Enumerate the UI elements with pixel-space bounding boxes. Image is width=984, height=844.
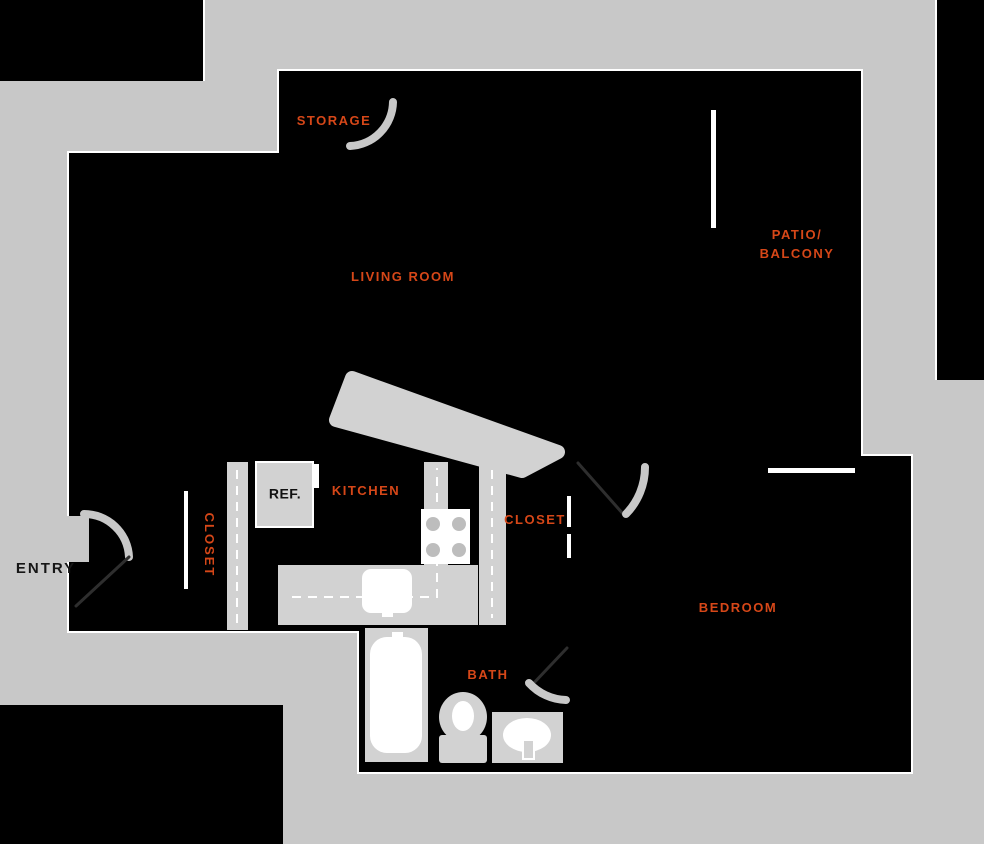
room-label-storage: STORAGE — [296, 113, 372, 129]
vanity-basin — [503, 718, 551, 752]
deco-block-bottom-left — [0, 705, 283, 844]
bath-door-leaf — [529, 646, 569, 688]
bath-door-arc — [525, 679, 570, 704]
bedroom-door-arc — [622, 463, 650, 518]
kitchen-sink-basin — [362, 569, 412, 613]
stove — [421, 509, 470, 564]
kitchen-sink — [362, 569, 412, 617]
vanity-faucet — [522, 739, 535, 760]
bathtub-faucet — [392, 632, 403, 650]
room-label-patio-line2: BALCONY — [759, 246, 835, 261]
bedroom-door-leaf — [576, 461, 626, 517]
bathroom-sink — [492, 712, 563, 763]
refrigerator — [255, 461, 319, 528]
entry-closet-door-line — [184, 491, 188, 589]
room-label-bath: BATH — [467, 667, 509, 683]
entry-door-arc — [80, 509, 133, 561]
bedroom-window — [768, 468, 855, 473]
burner — [426, 543, 440, 557]
bath-door — [525, 646, 570, 704]
patio-window — [711, 110, 716, 228]
closet-door-handle — [565, 527, 573, 534]
room-label-entry-closet: CLOSET — [201, 512, 217, 578]
entry-door — [66, 509, 133, 608]
bathtub-basin — [370, 637, 422, 753]
burner — [426, 517, 440, 531]
room-label-closet: CLOSET — [504, 512, 566, 528]
room-label-living-room: LIVING ROOM — [351, 269, 455, 285]
refrigerator-label: REF. — [268, 485, 302, 502]
cabinet-divider — [313, 464, 319, 488]
toilet-tank — [439, 735, 487, 763]
deco-block-top-left — [0, 0, 203, 81]
room-label-bedroom: BEDROOM — [698, 600, 778, 616]
toilet — [439, 692, 487, 763]
storage-door-arc — [346, 98, 397, 150]
room-label-kitchen: KITCHEN — [331, 483, 401, 499]
burner — [452, 543, 466, 557]
burner — [452, 517, 466, 531]
entry-door-leaf — [74, 555, 131, 608]
deco-block-right — [937, 0, 984, 380]
counter-left-column — [227, 462, 248, 630]
room-label-patio-line1: PATIO/ — [771, 227, 823, 242]
entry-opening — [66, 516, 89, 562]
bathtub — [365, 628, 428, 762]
kitchen-sink-faucet — [382, 600, 393, 617]
closet-shelf — [479, 462, 506, 625]
room-label-patio-balcony: PATIO/ BALCONY — [760, 225, 835, 263]
entry-label: ENTRY — [15, 559, 77, 577]
toilet-seat — [452, 701, 474, 731]
closet-door — [565, 496, 573, 558]
breakfast-bar — [329, 371, 565, 478]
refrigerator-box — [255, 461, 314, 528]
bedroom-door — [576, 461, 650, 518]
